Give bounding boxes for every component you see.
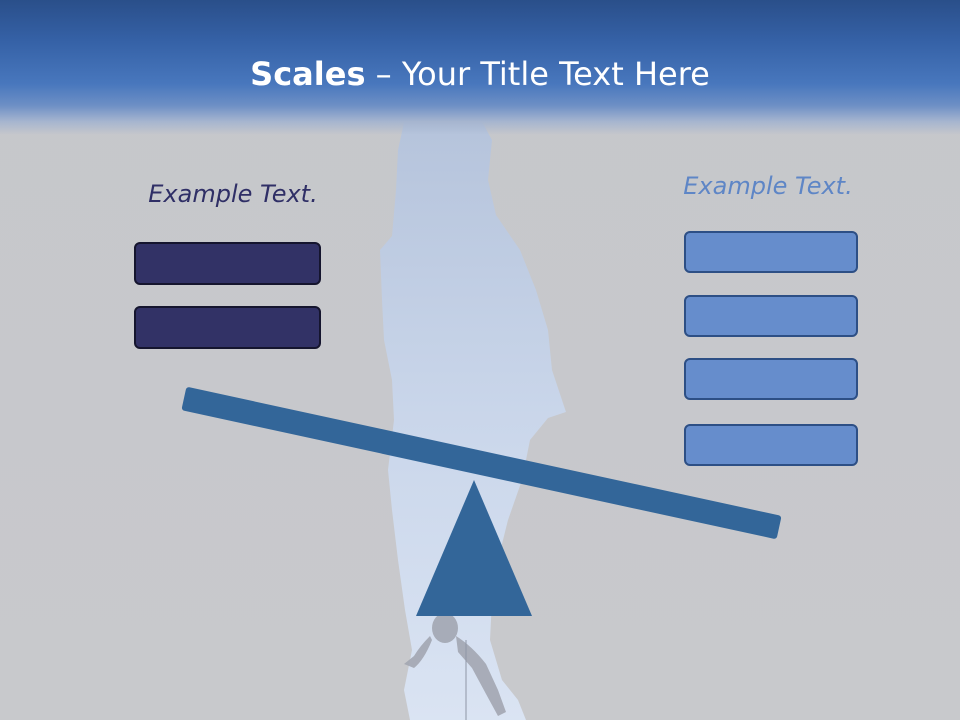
right-box-2	[684, 295, 858, 337]
right-box-4	[684, 424, 858, 466]
right-box-1	[684, 231, 858, 273]
right-box-3	[684, 358, 858, 400]
right-caption: Example Text.	[683, 172, 853, 200]
left-box-2	[134, 306, 321, 349]
title-bar	[0, 0, 960, 135]
slide-title: Scales – Your Title Text Here	[0, 50, 960, 98]
cliff-gap-shape	[380, 118, 566, 720]
title-strong: Scales	[250, 55, 366, 93]
title-rest: – Your Title Text Here	[365, 55, 710, 93]
left-box-1	[134, 242, 321, 285]
left-caption: Example Text.	[148, 180, 318, 208]
